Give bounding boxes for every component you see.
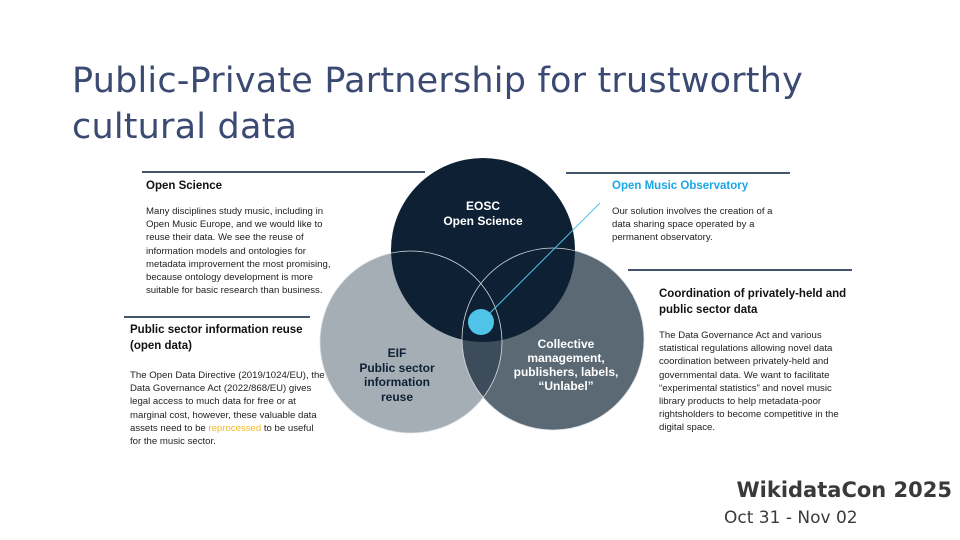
observatory-heading: Open Music Observatory [612,180,749,192]
venn-right-label-3: publishers, labels, [514,365,619,379]
venn-left-label-3: information [364,375,430,389]
venn-left-label-2: Public sector [359,361,435,375]
public-sector-body-end: to be useful for the music sector. [130,422,314,448]
venn-circle-top [391,158,575,342]
divider-public-sector [124,316,310,318]
venn-left-label-1: EIF [388,346,407,360]
venn-top-label-2: Open Science [443,214,523,228]
divider-open-science [142,171,425,173]
venn-right-label-4: “Unlabel” [538,379,593,393]
coordination-body: The Data Governance Act and various stat… [659,330,839,434]
observatory-body: Our solution involves the creation of a … [612,206,773,244]
coordination-heading: Coordination of privately-held and publi… [659,288,847,316]
observatory-dot [468,309,494,335]
public-sector-heading: Public sector information reuse (open da… [130,324,303,352]
venn-outline-right [461,247,645,431]
divider-coordination [628,269,852,271]
open-science-body: Many disciplines study music, including … [146,206,331,297]
venn-right-label-1: Collective [538,337,595,351]
venn-outline-left [319,250,503,434]
event-dates: Oct 31 - Nov 02 [724,508,858,528]
venn-left-label-4: reuse [381,390,413,404]
public-sector-body-text: The Open Data Directive (2019/1024/EU), … [130,370,325,434]
event-name: WikidataCon 2025 [736,478,953,502]
venn-top-label-1: EOSC [466,199,500,213]
observatory-connector-line [480,202,601,323]
public-sector-body: The Open Data Directive (2019/1024/EU), … [130,369,325,448]
reprocessed-highlight: reprocessed [208,422,262,434]
open-science-heading: Open Science [146,180,223,192]
venn-right-label-2: management, [527,351,604,365]
divider-observatory [566,172,790,174]
slide-title: Public-Private Partnership for trustwort… [72,61,803,147]
